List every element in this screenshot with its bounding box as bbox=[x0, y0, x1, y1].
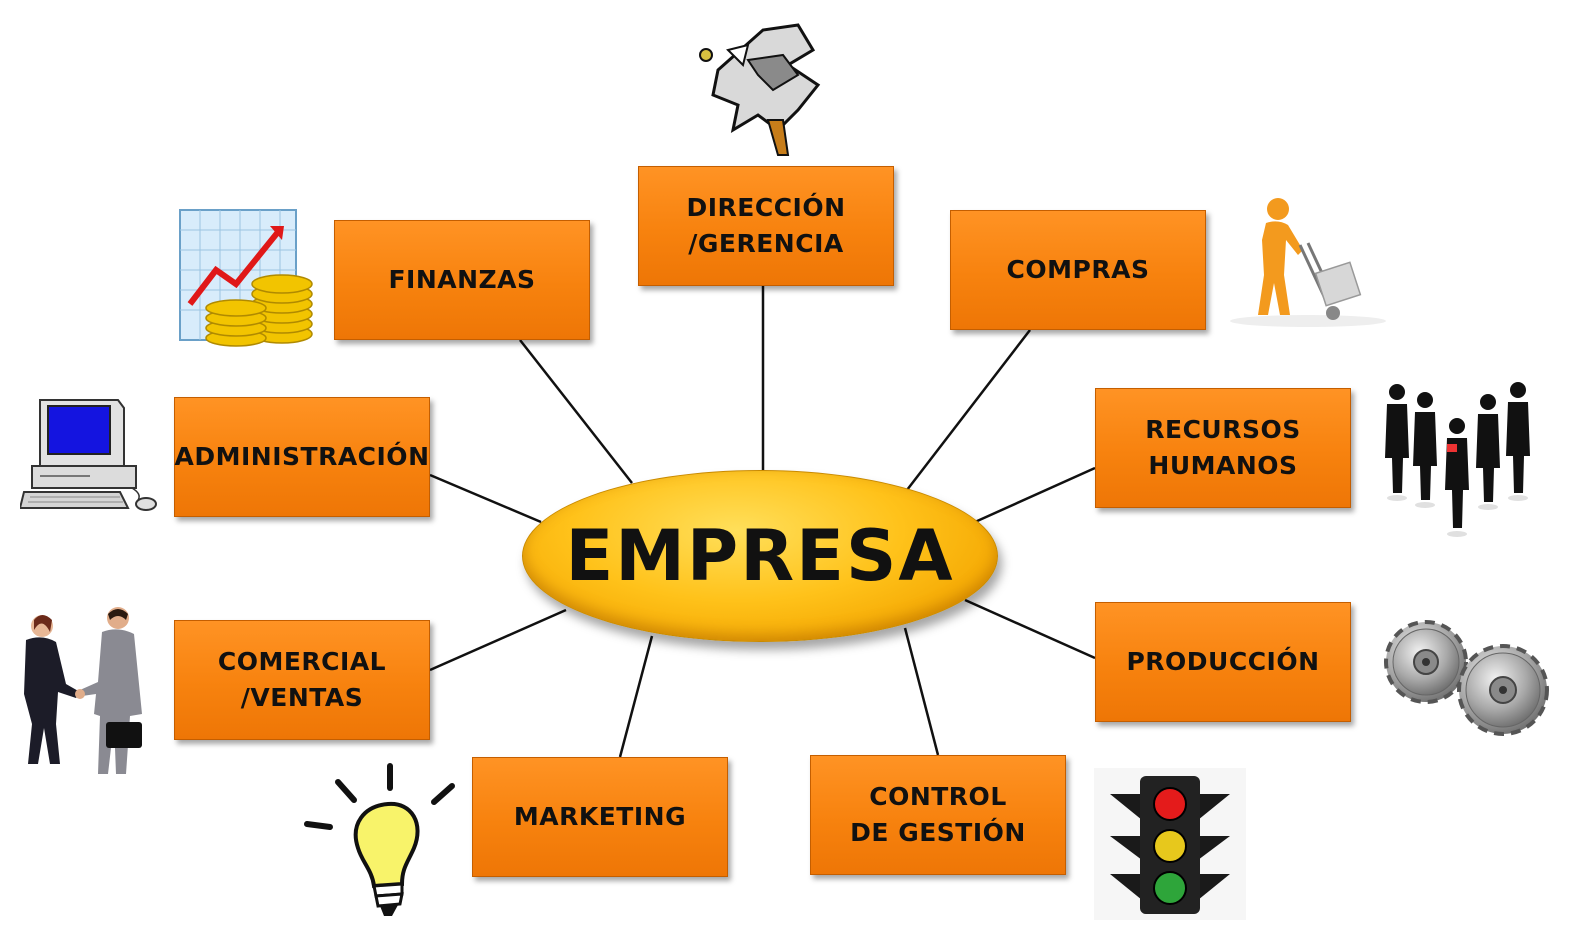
node-direccion: DIRECCIÓN /GERENCIA bbox=[638, 166, 894, 286]
node-compras: COMPRAS bbox=[950, 210, 1206, 330]
node-comercial: COMERCIAL /VENTAS bbox=[174, 620, 430, 740]
connector-produccion bbox=[964, 598, 1096, 660]
lightbulb-icon bbox=[304, 763, 455, 916]
connector-comercial bbox=[429, 608, 567, 672]
node-control-gestion: CONTROL DE GESTIÓN bbox=[810, 755, 1066, 875]
puzzle-arrow-icon bbox=[699, 23, 821, 156]
traffic-light-icon bbox=[1094, 768, 1246, 920]
computer-icon bbox=[20, 399, 157, 511]
connector-recursos-humanos bbox=[974, 466, 1096, 524]
hub-label: EMPRESA bbox=[565, 515, 955, 597]
connector-compras bbox=[906, 329, 1031, 491]
node-recursos-humanos: RECURSOS HUMANOS bbox=[1095, 388, 1351, 508]
chart-coins-icon bbox=[179, 209, 313, 347]
node-produccion: PRODUCCIÓN bbox=[1095, 602, 1351, 722]
connector-marketing bbox=[618, 635, 654, 758]
node-finanzas: FINANZAS bbox=[334, 220, 590, 340]
gears-icon bbox=[1384, 620, 1549, 736]
connector-control-gestion bbox=[903, 627, 940, 756]
node-administracion: ADMINISTRACIÓN bbox=[174, 397, 430, 517]
handshake-icon bbox=[24, 607, 142, 774]
node-marketing: MARKETING bbox=[472, 757, 728, 877]
connector-administracion bbox=[429, 473, 542, 524]
hand-truck-icon bbox=[1230, 198, 1386, 327]
connector-finanzas bbox=[519, 339, 633, 484]
people-silhouettes-icon bbox=[1385, 382, 1530, 537]
hub-empresa: EMPRESA bbox=[522, 470, 998, 642]
